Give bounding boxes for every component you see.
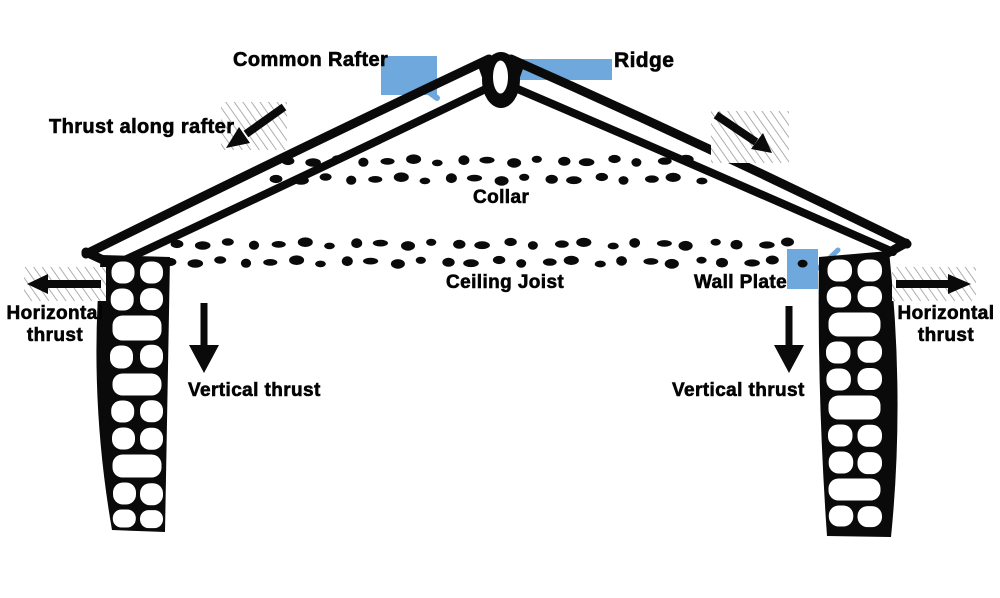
label-horizontal-thrust-right-line2: thrust bbox=[917, 325, 975, 347]
right-wall bbox=[818, 251, 898, 537]
vertical-thrust-arrow-left bbox=[189, 303, 219, 373]
label-horizontal-thrust-left: Horizontal thrust bbox=[4, 303, 106, 347]
label-horizontal-thrust-left-line2: thrust bbox=[26, 325, 84, 347]
label-horizontal-thrust-left-line1: Horizontal bbox=[6, 303, 104, 325]
label-ridge: Ridge bbox=[614, 49, 675, 72]
label-vertical-thrust-left: Vertical thrust bbox=[188, 380, 321, 402]
horizontal-thrust-arrow-left bbox=[24, 267, 106, 301]
label-vertical-thrust-right: Vertical thrust bbox=[672, 380, 805, 402]
ridge-ellipse bbox=[478, 52, 524, 108]
label-horizontal-thrust-right: Horizontal thrust bbox=[891, 303, 1000, 347]
label-collar: Collar bbox=[473, 187, 530, 209]
label-wall-plate: Wall Plate bbox=[694, 272, 788, 294]
ceiling-joist-dots bbox=[163, 237, 808, 269]
label-common-rafter: Common Rafter bbox=[233, 49, 389, 72]
collar-dots bbox=[269, 154, 708, 186]
thrust-arrow-left bbox=[221, 102, 287, 150]
label-horizontal-thrust-right-line1: Horizontal bbox=[897, 303, 995, 325]
label-ceiling-joist: Ceiling Joist bbox=[446, 272, 565, 294]
label-thrust-along-rafter: Thrust along rafter bbox=[49, 116, 235, 139]
thrust-arrow-right bbox=[711, 111, 789, 163]
right-rafter bbox=[502, 54, 912, 259]
vertical-thrust-arrow-right bbox=[774, 306, 804, 373]
horizontal-thrust-arrow-right bbox=[892, 267, 976, 301]
highlight-common-rafter bbox=[381, 56, 440, 101]
left-wall bbox=[96, 255, 170, 532]
